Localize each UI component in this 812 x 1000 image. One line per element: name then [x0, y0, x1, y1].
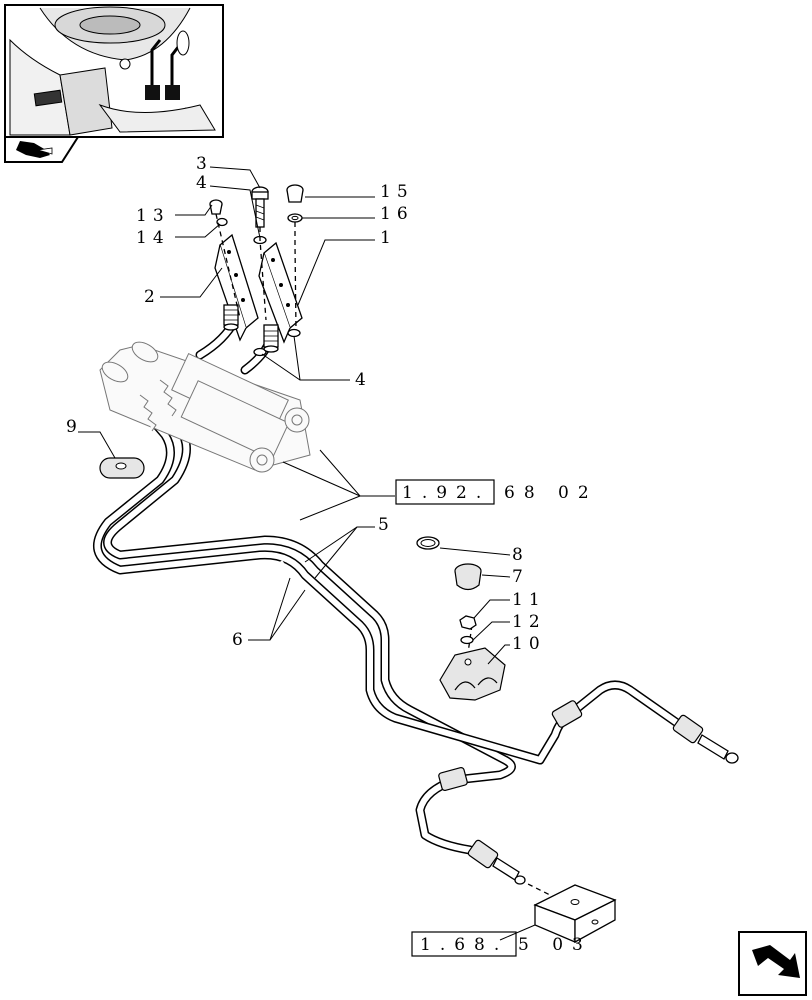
- reservoir-cap-7: [454, 563, 482, 591]
- reference-top-boxed: 1.92.: [402, 483, 490, 503]
- callout-8[interactable]: 8: [512, 545, 529, 565]
- pipe-clip-9: [99, 457, 145, 479]
- callout-11[interactable]: 11: [512, 590, 546, 610]
- o-ring-8: [416, 536, 440, 550]
- callout-6[interactable]: 6: [232, 630, 249, 650]
- callout-16[interactable]: 16: [380, 204, 414, 224]
- nut-11: [459, 615, 477, 630]
- callout-15[interactable]: 15: [380, 182, 414, 202]
- washer-12: [460, 635, 474, 645]
- master-cylinder-assembly: [99, 341, 311, 473]
- reference-top-rest: 68 02: [504, 483, 598, 503]
- leader-lines: [78, 166, 536, 941]
- washer-16: [287, 213, 303, 223]
- junction-block: [533, 884, 617, 944]
- callout-14[interactable]: 14: [136, 228, 170, 248]
- return-arrow-icon[interactable]: [738, 931, 807, 996]
- reference-bottom-boxed: 1.68.: [420, 935, 508, 955]
- bolt-3: [251, 186, 269, 228]
- reference-top[interactable]: 1.92. 68 02: [395, 479, 598, 505]
- callout-10[interactable]: 10: [512, 634, 546, 654]
- callout-9[interactable]: 9: [66, 417, 83, 437]
- reference-bottom[interactable]: 1.68. 5 03: [411, 931, 592, 957]
- callout-4-lower[interactable]: 4: [355, 370, 372, 390]
- callout-labels: 3 4 15 16 13 14 1 2 4 9 5 8 7 11 12 10 6: [66, 154, 546, 654]
- book-section-icon[interactable]: [4, 136, 80, 163]
- pipe-end-fittings: [438, 700, 739, 885]
- washer-14: [216, 217, 228, 227]
- callout-7[interactable]: 7: [512, 567, 529, 587]
- pipe-fittings-upper: [223, 304, 279, 353]
- callout-3[interactable]: 3: [196, 154, 213, 174]
- screw-13: [209, 199, 223, 215]
- callout-1[interactable]: 1: [380, 228, 397, 248]
- brake-pipes: [93, 315, 685, 855]
- callout-13[interactable]: 13: [136, 206, 170, 226]
- reference-bottom-rest: 5 03: [518, 935, 592, 955]
- clamp-10: [439, 647, 506, 701]
- tractor-pedals-thumbnail[interactable]: [4, 4, 224, 138]
- callout-5[interactable]: 5: [378, 515, 395, 535]
- cap-15: [286, 184, 304, 203]
- callout-12[interactable]: 12: [512, 612, 546, 632]
- callout-4[interactable]: 4: [196, 173, 213, 193]
- callout-2[interactable]: 2: [144, 287, 161, 307]
